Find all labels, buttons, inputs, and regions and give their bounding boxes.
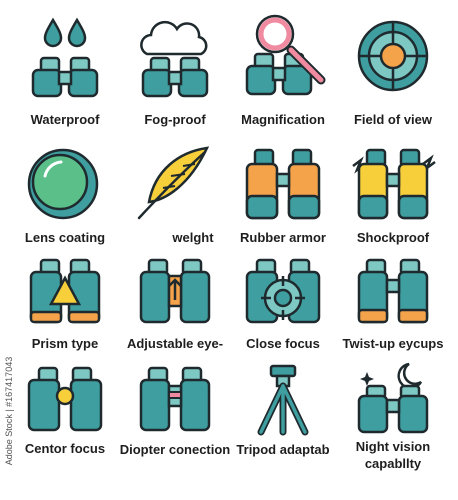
label-adjustable-eye: Adjustable eye- — [126, 336, 224, 351]
magnification-tile: Magnification — [226, 14, 340, 127]
lens-coating-tile: Lens coating — [8, 140, 122, 250]
binoculars-shock-icon — [352, 148, 436, 220]
fogproof-tile: Fog-proof — [118, 14, 232, 127]
twist-up-eyecups-tile: Twist-up eycups — [336, 254, 450, 364]
shockproof-tile: Shockproof — [336, 140, 450, 250]
target-crosshair-icon — [357, 20, 429, 92]
label-fogproof: Fog-proof — [144, 112, 206, 127]
adjustable-eye-tile: Adjustable eye- — [118, 254, 232, 364]
close-focus-tile: Close focus — [226, 254, 340, 364]
binoculars-armor-icon — [245, 148, 321, 220]
prism-type-tile: Prism type — [8, 254, 122, 364]
label-rubber-armor: Rubber armor — [240, 230, 326, 245]
tripod-binoculars-icon — [257, 364, 309, 436]
stock-watermark: Adobe Stock | #167417043 — [4, 340, 16, 490]
label-night-vision: Night vision capabllty — [355, 439, 431, 471]
binoculars-center-focus-icon — [27, 366, 103, 432]
binoculars-eyecups-icon — [357, 258, 429, 324]
feather-icon — [137, 146, 210, 220]
label-magnification: Magnification — [241, 112, 325, 127]
label-field-of-view: Field of view — [353, 112, 432, 127]
field-of-view-tile: Field of view — [336, 14, 450, 127]
label-lens-coating: Lens coating — [24, 230, 106, 245]
label-shockproof: Shockproof — [356, 230, 430, 245]
label-weight: welght — [172, 230, 214, 245]
diopter-connection-tile: Diopter conection — [118, 362, 232, 472]
binoculars-focus-icon — [245, 258, 321, 324]
label-twist-up-eyecups: Twist-up eycups — [342, 336, 444, 351]
label-waterproof: Waterproof — [30, 112, 100, 127]
night-vision-tile: Night vision capabllty — [336, 362, 450, 472]
binoculars-moon-star-icon — [357, 362, 429, 434]
label-close-focus: Close focus — [246, 336, 320, 351]
binoculars-adjust-arrow-icon — [139, 258, 211, 324]
binoculars-cloud-icon — [140, 20, 209, 98]
binoculars-magnifier-icon — [245, 14, 326, 96]
rubber-armor-tile: Rubber armor — [226, 140, 340, 250]
binoculars-water-drops-icon — [31, 17, 99, 98]
waterproof-tile: Waterproof — [8, 14, 122, 127]
binoculars-diopter-icon — [139, 366, 211, 432]
weight-tile: welght — [118, 140, 232, 250]
center-focus-tile: Centor focus — [8, 362, 122, 472]
label-prism-type: Prism type — [31, 336, 99, 351]
binoculars-prism-icon — [29, 258, 101, 324]
stock-id-text: Adobe Stock | #167417043 — [4, 356, 14, 466]
label-tripod-adaptable: Tripod adaptab — [236, 442, 330, 457]
label-center-focus: Centor focus — [24, 441, 106, 456]
tripod-adaptable-tile: Tripod adaptab — [226, 362, 340, 472]
label-diopter-connection: Diopter conection — [119, 442, 231, 457]
lens-icon — [27, 148, 99, 220]
